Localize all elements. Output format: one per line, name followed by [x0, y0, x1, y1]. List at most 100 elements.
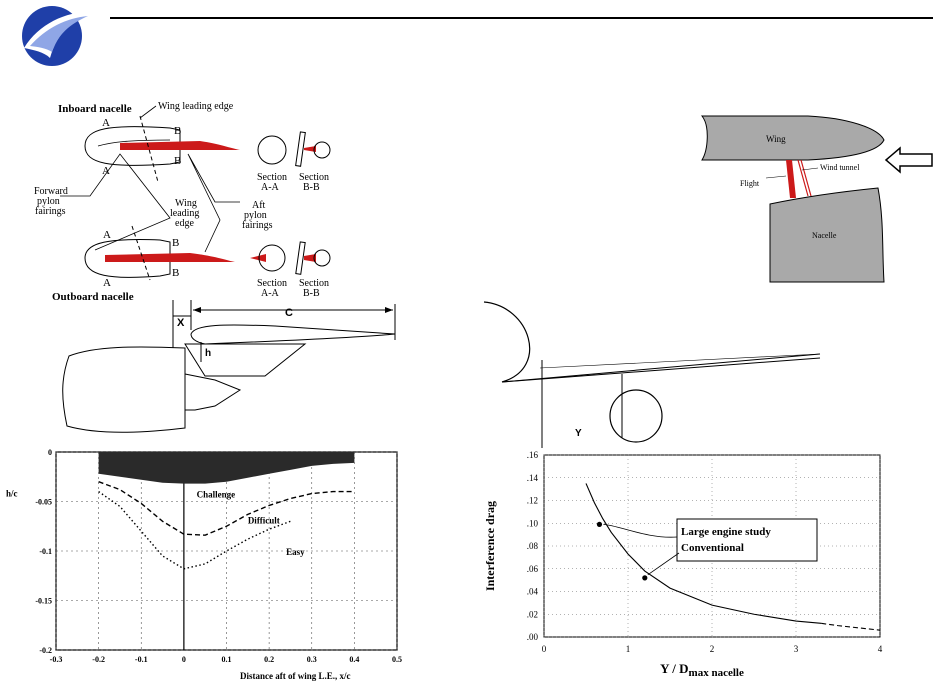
section-a-a-circle — [257, 135, 287, 165]
pylon-fairing-diagram: Inboard nacelle Wing leading edge A B B … — [34, 101, 331, 303]
nacelle-label: Nacelle — [812, 231, 837, 240]
y-tick-label: .14 — [527, 473, 539, 483]
legend-conventional: Conventional — [681, 542, 744, 554]
svg-text:A: A — [103, 277, 111, 289]
header-graphic — [22, 6, 933, 66]
svg-text:Wing: Wing — [175, 198, 197, 209]
svg-text:B: B — [174, 155, 181, 167]
x-axis-title: Distance aft of wing L.E., x/c — [240, 671, 351, 681]
x-tick-label: 0 — [182, 655, 186, 664]
svg-text:leading: leading — [170, 208, 199, 219]
header — [0, 0, 933, 70]
flight-vs-wind-tunnel-diagram: Wing Nacelle Flight Wind tunnel — [700, 115, 933, 283]
x-tick-label: 3 — [794, 644, 799, 654]
data-point — [596, 521, 603, 527]
svg-text:Forward: Forward — [34, 186, 68, 197]
x-tick-label: 2 — [710, 644, 715, 654]
difficult-annotation: Difficult — [248, 515, 280, 525]
svg-text:Aft: Aft — [252, 200, 266, 211]
y-axis-title: h/c — [6, 489, 18, 499]
engine-wing-geometry-sketch: X C h — [62, 300, 396, 433]
x-tick-label: 1 — [626, 644, 631, 654]
wind-tunnel-label: Wind tunnel — [820, 163, 860, 172]
x-tick-label: -0.2 — [92, 655, 105, 664]
y-tick-label: .04 — [527, 587, 539, 597]
x-axis-title: Y / Dmax nacelle — [660, 661, 744, 679]
svg-text:Section: Section — [299, 172, 329, 183]
svg-text:B-B: B-B — [303, 182, 320, 193]
svg-text:A: A — [102, 165, 110, 177]
legend-box — [676, 518, 818, 562]
y-tick-label: .00 — [527, 632, 539, 642]
legend-large-engine: Large engine study — [681, 526, 771, 538]
svg-text:B-B: B-B — [303, 288, 320, 299]
data-point — [642, 575, 648, 581]
svg-text:pylon: pylon — [37, 196, 60, 207]
x-tick-label: -0.3 — [50, 655, 63, 664]
wing-section — [700, 115, 885, 161]
leader-line — [647, 552, 680, 576]
svg-text:A: A — [102, 117, 110, 129]
interference-drag-chart: 0 1 2 3 4 .16 .14 .12 .10 .08 .06 .04 .02 .00 Large en… — [470, 445, 933, 695]
x-tick-label: 0.3 — [307, 655, 317, 664]
y-tick-label: .10 — [527, 518, 539, 528]
interference-drag-chart-svg: 0 1 2 3 4 .16 .14 .12 .10 .08 .06 .04 .02 .00 Large en… — [483, 450, 883, 679]
difficult-line — [98, 481, 355, 536]
pylon-outline — [184, 343, 307, 377]
svg-text:B: B — [172, 237, 179, 249]
y-axis-title: Interference drag — [483, 501, 497, 591]
y-tick-label: -0.2 — [39, 646, 52, 655]
svg-text:fairings: fairings — [242, 220, 273, 231]
svg-text:fairings: fairings — [35, 206, 66, 217]
easy-annotation: Easy — [286, 547, 305, 557]
c-dim-label: C — [285, 307, 293, 319]
svg-text:Section: Section — [257, 278, 287, 289]
swoosh-logo-icon — [22, 6, 96, 66]
wind-tunnel-pylon — [797, 159, 809, 197]
x-dim-label: X — [177, 317, 185, 329]
x-tick-label: 0 — [542, 644, 547, 654]
x-tick-label: 0.4 — [349, 655, 359, 664]
y-tick-label: .16 — [527, 450, 539, 460]
x-tick-label: 4 — [878, 644, 883, 654]
flight-label: Flight — [740, 179, 760, 188]
svg-text:edge: edge — [175, 218, 194, 229]
h-dim-label: h — [205, 348, 211, 359]
x-tick-label: 0.2 — [264, 655, 274, 664]
wing-nacelle-clearance-sketch: Y — [483, 301, 821, 448]
svg-text:A-A: A-A — [261, 182, 280, 193]
wing-airfoil — [190, 324, 396, 345]
drag-curve-extrapolated — [821, 622, 881, 631]
svg-text:Section: Section — [299, 278, 329, 289]
svg-text:B: B — [174, 125, 181, 137]
challenge-annotation: Challenge — [197, 490, 236, 500]
svg-text:A: A — [103, 229, 111, 241]
inboard-pylon — [120, 141, 240, 150]
inboard-nacelle-label: Inboard nacelle — [58, 103, 132, 115]
svg-text:A-A: A-A — [261, 288, 280, 299]
drag-curve — [585, 483, 822, 624]
y-tick-label: .08 — [527, 541, 539, 551]
y-tick-label: .12 — [527, 496, 538, 506]
x-tick-label: 0.1 — [222, 655, 232, 664]
y-tick-label: -0.1 — [39, 547, 52, 556]
nacelle-section — [769, 187, 885, 283]
wing-le-top-label: Wing leading edge — [158, 101, 234, 112]
y-tick-label: 0 — [48, 448, 52, 457]
y-tick-label: -0.15 — [35, 597, 52, 606]
flight-pylon — [786, 160, 796, 198]
outboard-pylon — [105, 253, 235, 262]
nacelle-outline — [62, 346, 186, 433]
outboard-nacelle-label: Outboard nacelle — [52, 291, 134, 303]
y-tick-label: .06 — [527, 564, 539, 574]
y-tick-label: -0.05 — [35, 498, 52, 507]
svg-text:Section: Section — [257, 172, 287, 183]
leader-line — [603, 523, 678, 538]
y-tick-label: .02 — [527, 609, 538, 619]
svg-text:B: B — [172, 267, 179, 279]
x-tick-label: -0.1 — [135, 655, 148, 664]
nacelle-circle — [609, 389, 663, 443]
x-tick-label: 0.5 — [392, 655, 402, 664]
